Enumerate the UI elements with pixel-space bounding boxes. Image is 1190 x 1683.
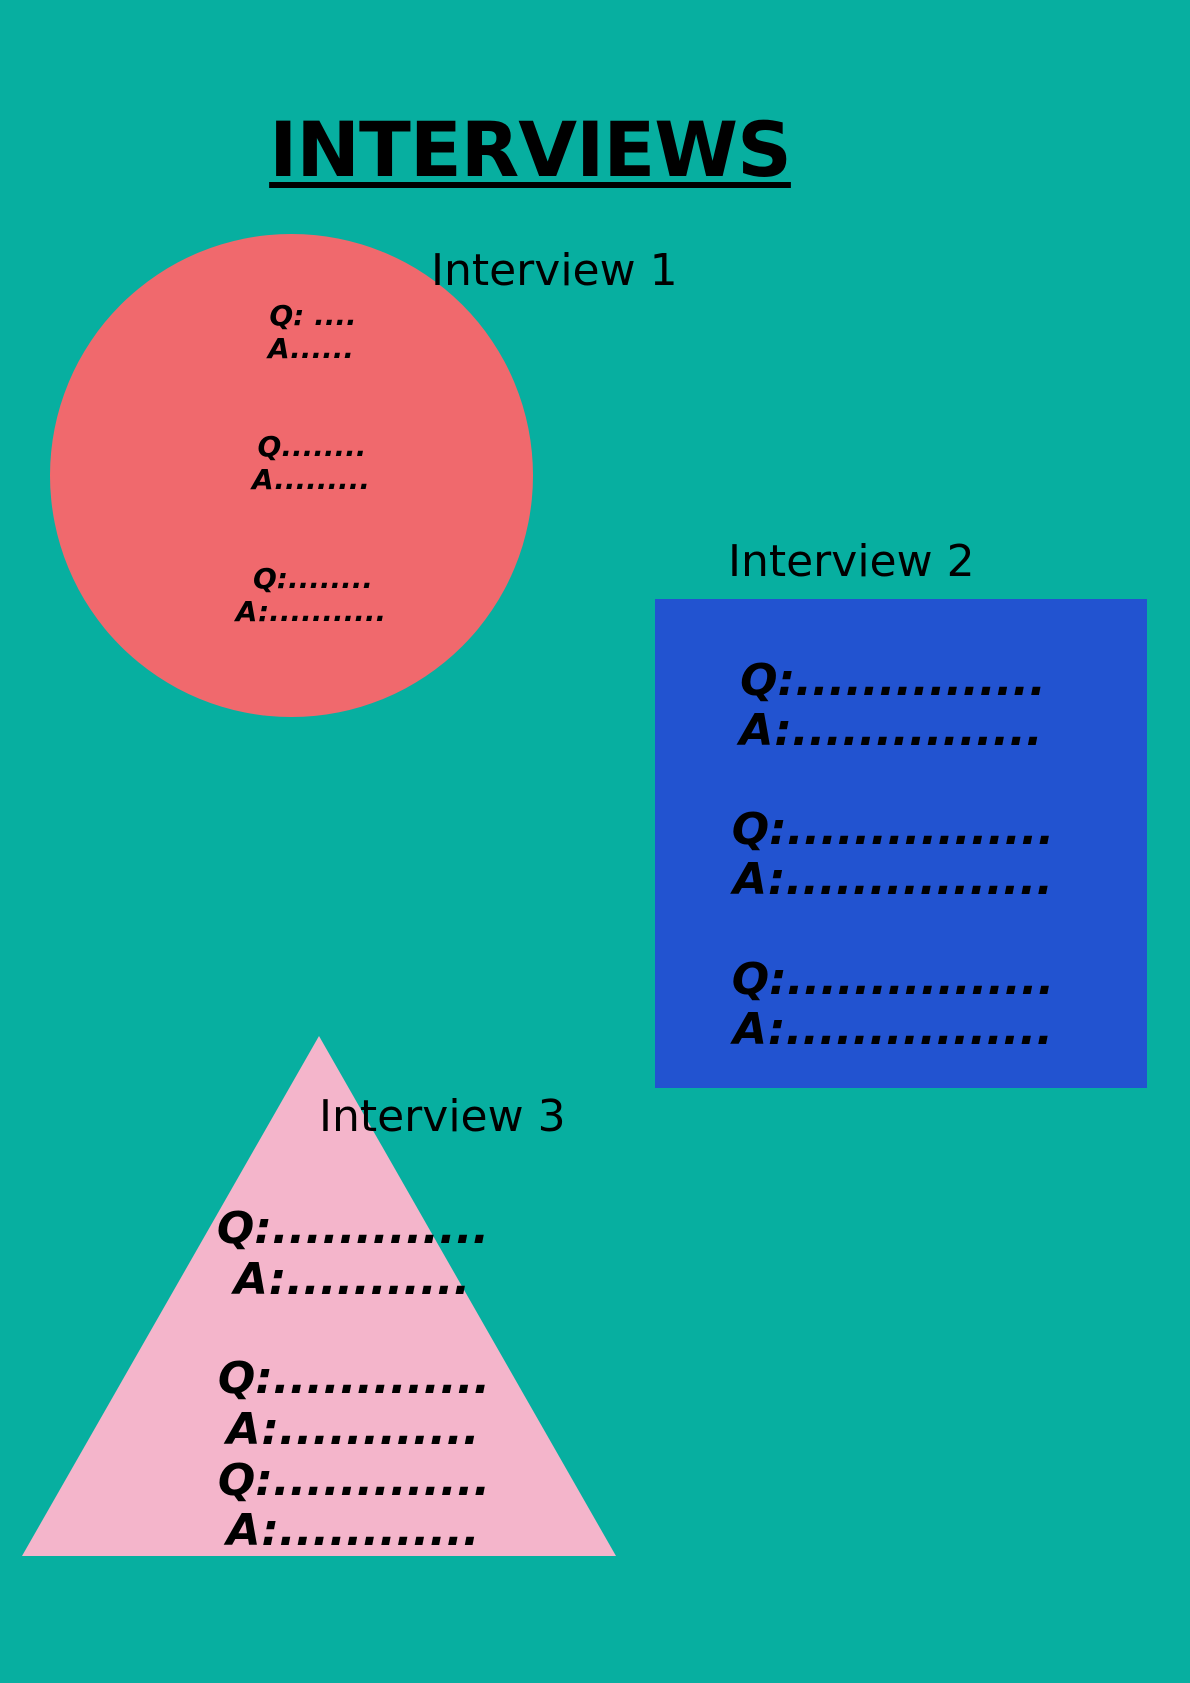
interview-1-heading: Interview 1: [431, 245, 678, 296]
interview-3-answer-3: A:............: [226, 1505, 480, 1556]
interview-1-question-1: Q: ....: [269, 299, 357, 332]
interview-3-question-2: Q:.............: [217, 1353, 491, 1404]
interview-3-question-3: Q:.............: [217, 1455, 491, 1506]
interview-1-question-2: Q........: [257, 430, 367, 463]
interview-2-square: [655, 599, 1147, 1088]
interview-2-question-2: Q:................: [731, 804, 1055, 855]
interview-2-answer-1: A:...............: [739, 705, 1043, 756]
interview-1-circle: [50, 234, 533, 717]
interview-3-heading: Interview 3: [319, 1091, 566, 1142]
interview-2-heading: Interview 2: [728, 536, 975, 587]
interview-2-answer-3: A:................: [733, 1004, 1053, 1055]
interview-1-answer-3: A:...........: [235, 595, 387, 628]
interview-2-question-1: Q:...............: [740, 655, 1046, 706]
page-title: INTERVIEWS: [200, 112, 860, 188]
interview-1-question-3: Q:........: [252, 562, 374, 595]
interview-3-answer-2: A:............: [226, 1404, 480, 1455]
interview-3-answer-1: A:...........: [233, 1254, 471, 1305]
page-title-text: INTERVIEWS: [269, 105, 792, 194]
interview-3-triangle: [22, 1036, 616, 1556]
interview-2-question-3: Q:................: [731, 954, 1055, 1005]
interview-3-question-1: Q:.............: [216, 1203, 490, 1254]
interview-1-answer-1: A......: [267, 332, 354, 365]
interview-3-triangle-fill: [22, 1036, 616, 1556]
interview-1-answer-2: A.........: [252, 463, 370, 496]
interview-2-answer-2: A:................: [733, 854, 1053, 905]
